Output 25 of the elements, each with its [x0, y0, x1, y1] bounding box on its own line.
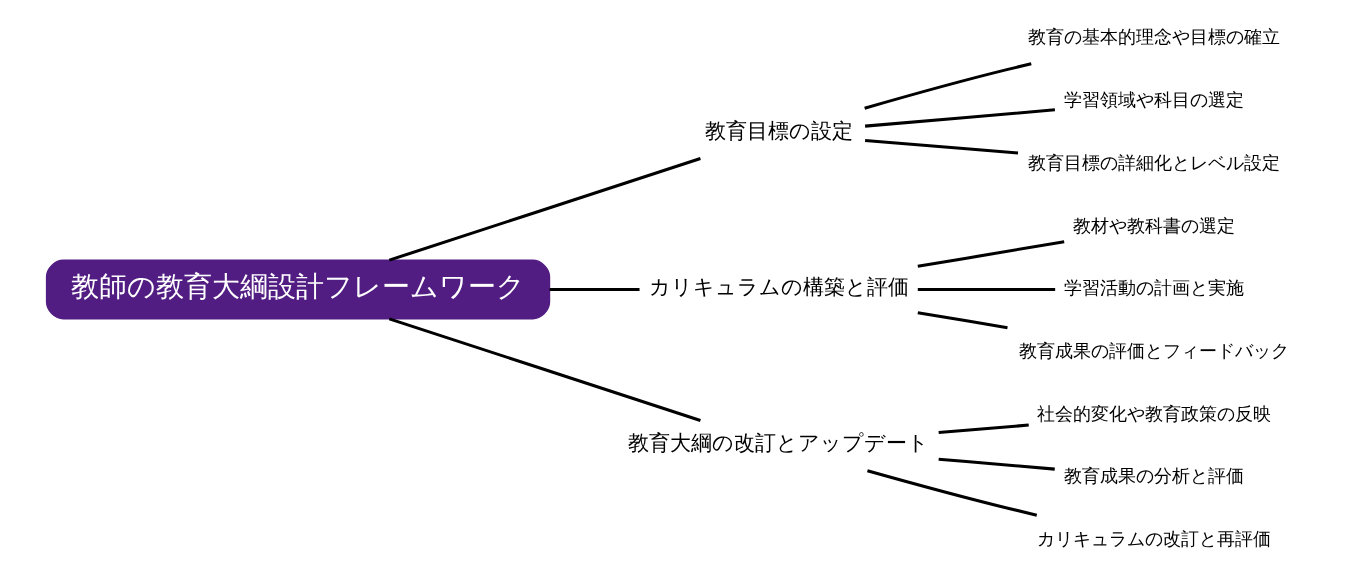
connector	[867, 469, 1038, 517]
connector	[864, 108, 1056, 128]
connector	[388, 317, 701, 422]
connector	[864, 138, 1019, 155]
connector	[549, 287, 640, 292]
node-box: 教師の教育大綱設計フレームワーク	[45, 259, 551, 320]
node-text: 教育目標の設定	[704, 119, 853, 144]
connector	[938, 457, 1055, 471]
node-text: 社会的変化や教育政策の反映	[1037, 402, 1272, 424]
connector	[917, 311, 1008, 330]
node-text: 教育の基本的理念や目標の確立	[1028, 26, 1281, 48]
connector	[388, 157, 701, 262]
node-text: 学習活動の計画と実施	[1064, 277, 1245, 299]
node-text: 教育成果の分析と評価	[1064, 465, 1245, 487]
node-text: カリキュラムの改訂と再評価	[1037, 528, 1272, 550]
node-text: カリキュラムの構築と評価	[648, 275, 909, 300]
node-text: 教育大綱の改訂とアップデート	[628, 431, 930, 456]
connector	[938, 423, 1029, 435]
connector	[864, 62, 1032, 110]
node-text: 教育目標の詳細化とレベル設定	[1028, 151, 1281, 173]
node-text: 学習領域や科目の選定	[1064, 89, 1245, 111]
node-text: 教育成果の評価とフィードバック	[1019, 339, 1290, 361]
connector	[917, 240, 1065, 268]
node-text: 教材や教科書の選定	[1073, 214, 1236, 236]
connector	[917, 287, 1056, 292]
